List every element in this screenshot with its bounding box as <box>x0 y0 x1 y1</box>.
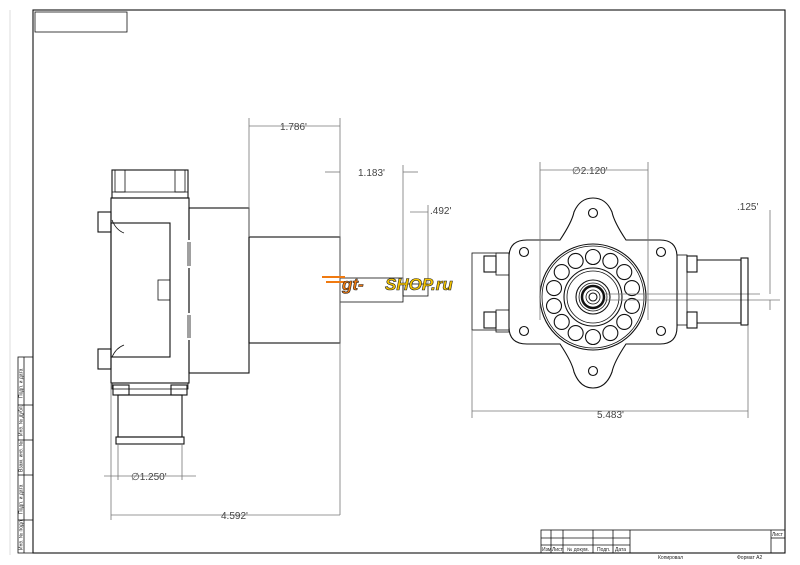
bolt-hole <box>602 252 619 270</box>
bolt-hole <box>616 313 633 330</box>
bolt-hole <box>623 297 641 314</box>
dim-offset: .125' <box>737 202 758 213</box>
side-strip: Подп. и дата Инв. № дубл. Взам. инв. № П… <box>17 356 34 554</box>
format-label: Формат A2 <box>737 555 762 561</box>
copied-label: Копировал <box>658 555 683 561</box>
sheet-label: Лист <box>772 532 784 538</box>
bolt-hole <box>553 264 570 281</box>
side-view-pump <box>97 169 429 445</box>
col-izm: Изм. <box>542 547 553 553</box>
bolt-hole <box>545 297 563 314</box>
front-view-pump <box>471 197 780 389</box>
watermark-part1: gt- <box>341 275 364 294</box>
dim-outlet-diameter: ∅1.250' <box>131 472 167 483</box>
col-sign: Подп. <box>597 547 610 553</box>
bolt-hole <box>584 328 602 346</box>
bolt-hole <box>616 264 633 281</box>
col-date: Дата <box>615 547 626 553</box>
bolt-hole <box>602 324 619 342</box>
watermark-logo: gt- SHOP.ru <box>322 275 454 294</box>
bolt-hole <box>567 324 584 342</box>
dim-overall-width: 5.483' <box>597 410 624 421</box>
bolt-hole <box>623 280 641 297</box>
sheet-frame <box>32 9 786 554</box>
side-label: Взам. инв. № <box>19 441 25 472</box>
dim-shaft-length: 1.786' <box>280 122 307 133</box>
col-doc: № докум. <box>567 547 589 553</box>
bolt-hole <box>553 313 570 330</box>
side-label: Подп. и дата <box>19 484 25 514</box>
col-list: Лист <box>552 547 564 553</box>
bolt-hole <box>584 248 602 266</box>
dim-shaft-tip: .492' <box>430 206 451 217</box>
dim-bore-diameter: ∅2.120' <box>572 166 608 177</box>
bolt-hole <box>545 280 563 297</box>
top-left-box <box>34 11 128 33</box>
side-label: Инв. № подл. <box>19 519 25 550</box>
front-view-dimensions: ∅2.120' .125' 5.483' <box>471 162 771 421</box>
dim-shaft-step: 1.183' <box>358 168 385 179</box>
watermark-part2: SHOP.ru <box>385 275 453 294</box>
title-block: Изм. Лист № докум. Подп. Дата Лист Копир… <box>540 529 786 561</box>
side-label: Подп. и дата <box>19 368 25 398</box>
side-view-dimensions: 1.786' 1.183' .492' ∅1.250' 4.592' <box>104 118 451 522</box>
side-label: Инв. № дубл. <box>19 405 25 436</box>
dim-overall-length: 4.592' <box>221 511 248 522</box>
bolt-hole <box>567 252 584 270</box>
